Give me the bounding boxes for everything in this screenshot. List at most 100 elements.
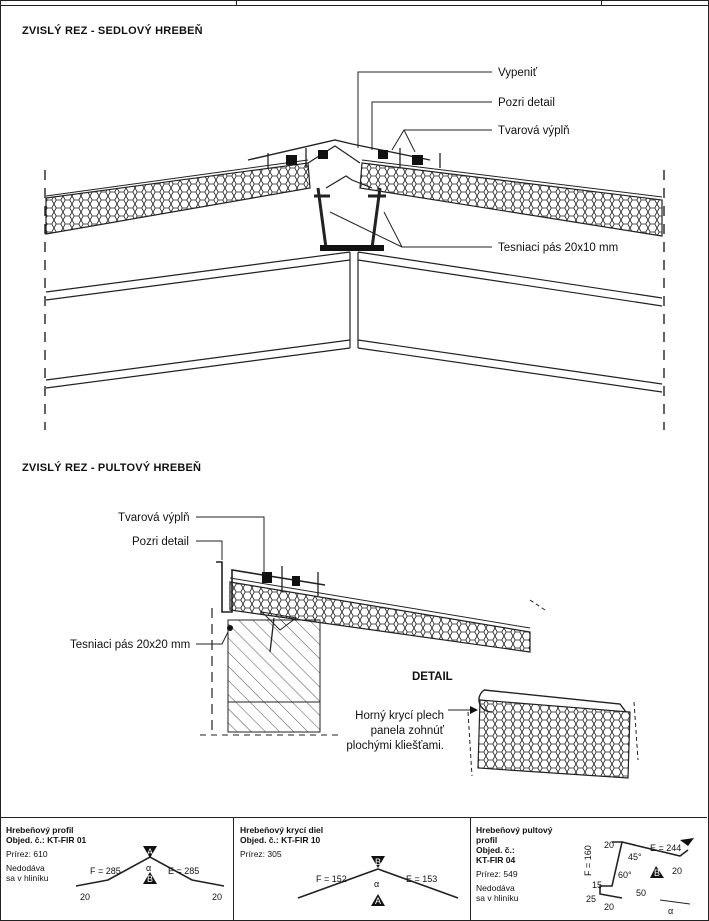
bent-cover-sheet bbox=[478, 689, 627, 713]
dim-50: 50 bbox=[636, 888, 646, 898]
dim-e: E = 244 bbox=[650, 843, 681, 853]
profile-name: Hrebeňový krycí diel bbox=[240, 825, 324, 835]
detail-note-line: Horný krycí plech bbox=[355, 710, 444, 722]
top-frame-rule bbox=[1, 1, 708, 6]
svg-text:B: B bbox=[375, 857, 381, 867]
order-number-cont: KT-FIR 04 bbox=[476, 855, 516, 865]
dim-25: 25 bbox=[586, 894, 596, 904]
profile-cell-kt-fir-10: Hrebeňový krycí diel Objed. č.: KT-FIR 1… bbox=[234, 818, 471, 920]
profile-sketch-kt-fir-04: E = 244 F = 160 45° 60° 20 20 20 50 15 2… bbox=[583, 838, 694, 916]
frame-tick bbox=[601, 1, 602, 5]
svg-text:A: A bbox=[375, 896, 381, 906]
detail-drawing: DETAIL Horný krycí plech panela zohnúť p… bbox=[346, 671, 639, 779]
callout-profile-filler: Tvarová výplň bbox=[118, 512, 190, 524]
profile-filler bbox=[262, 572, 272, 583]
break-line bbox=[633, 701, 639, 761]
availability-note: sa v hliníku bbox=[476, 893, 519, 903]
svg-text:B: B bbox=[654, 868, 660, 878]
side-marker-a bbox=[371, 894, 385, 906]
callout-sealing-tape: Tesniaci pás 20x10 mm bbox=[498, 242, 618, 254]
profile-sketch-kt-fir-10: F = 152 E = 153 B A α bbox=[297, 856, 459, 906]
callout-sealing-tape: Tesniaci pás 20x20 mm bbox=[70, 639, 190, 651]
detail-title: DETAIL bbox=[412, 671, 453, 683]
angle-alpha: α bbox=[374, 879, 379, 889]
dim-f: F = 152 bbox=[316, 874, 347, 884]
gable-ridge-drawing: Vypeniť Pozri detail Tvarová výplň Tesni… bbox=[44, 67, 665, 430]
mono-callout-leaders bbox=[196, 516, 265, 645]
dim-right: 20 bbox=[212, 892, 222, 902]
right-lower-panel bbox=[357, 251, 663, 393]
dim-20: 20 bbox=[604, 902, 614, 912]
right-roof-panel bbox=[359, 159, 663, 237]
detail-note-line: panela zohnúť bbox=[371, 725, 445, 737]
profile-filler bbox=[318, 150, 328, 159]
break-line bbox=[529, 599, 546, 611]
arrow-head bbox=[470, 706, 478, 714]
dim-left: 20 bbox=[80, 892, 90, 902]
mono-ridge-drawing: Tvarová výplň Pozri detail Tesniaci pás … bbox=[70, 512, 546, 736]
ridge-beam-flange bbox=[320, 245, 384, 251]
side-marker-b bbox=[650, 866, 664, 878]
blank-width: Prírez: 305 bbox=[240, 849, 282, 859]
bracket bbox=[260, 611, 298, 631]
profile-sketch-kt-fir-01: F = 285 E = 285 20 20 A B α bbox=[75, 846, 225, 902]
angle-60: 60° bbox=[618, 870, 632, 880]
panel-top-sheet bbox=[229, 577, 531, 629]
callout-profile-filler: Tvarová výplň bbox=[498, 125, 570, 137]
profile-filler bbox=[286, 155, 297, 165]
detail-panel bbox=[477, 699, 631, 779]
support-wall bbox=[227, 619, 321, 733]
profile-cell-kt-fir-04: Hrebeňový pultový profil Objed. č.: KT-F… bbox=[471, 818, 707, 920]
profile-filler bbox=[378, 150, 388, 159]
angle-45: 45° bbox=[628, 852, 642, 862]
callout-leaders bbox=[329, 71, 492, 248]
dim-e: E = 153 bbox=[406, 874, 437, 884]
mono-ridge-flashing bbox=[216, 561, 326, 613]
callout-see-detail: Pozri detail bbox=[498, 97, 555, 109]
dim-20: 20 bbox=[672, 866, 682, 876]
detail-note-line: plochými kliešťami. bbox=[346, 740, 444, 752]
callout-foam: Vypeniť bbox=[498, 67, 538, 79]
profile-filler bbox=[292, 576, 300, 586]
mono-roof-panel bbox=[229, 581, 531, 653]
blank-width: Prírez: 610 bbox=[6, 849, 48, 859]
gable-ridge-title: ZVISLÝ REZ - SEDLOVÝ HREBEŇ bbox=[22, 25, 203, 37]
angle-leg bbox=[659, 899, 691, 905]
dim-20: 20 bbox=[604, 840, 614, 850]
purlin-right bbox=[368, 187, 386, 249]
profile-filler bbox=[412, 155, 423, 165]
side-marker-a bbox=[680, 838, 694, 846]
side-marker-b bbox=[143, 872, 157, 884]
dim-f: F = 160 bbox=[583, 845, 593, 876]
dim-15: 15 bbox=[592, 880, 602, 890]
profile-name-cont: profil bbox=[476, 835, 498, 845]
left-lower-panel bbox=[45, 251, 351, 389]
availability-note: Nedodáva bbox=[6, 863, 45, 873]
purlin-left bbox=[314, 187, 330, 249]
foam-fill-zone bbox=[325, 175, 373, 189]
fixing-screw bbox=[269, 617, 275, 653]
break-line bbox=[467, 711, 473, 777]
angle-alpha: α bbox=[146, 863, 151, 873]
svg-text:B: B bbox=[147, 874, 153, 884]
mono-ridge-title: ZVISLÝ REZ - PULTOVÝ HREBEŇ bbox=[22, 462, 202, 474]
left-roof-panel bbox=[45, 159, 311, 235]
svg-text:A: A bbox=[147, 847, 153, 857]
angle-alpha: α bbox=[668, 906, 673, 916]
profile-name: Hrebeňový pultový bbox=[476, 825, 553, 835]
order-number: Objed. č.: KT-FIR 10 bbox=[240, 835, 321, 845]
profile-name: Hrebeňový profil bbox=[6, 825, 74, 835]
availability-note: Nedodáva bbox=[476, 883, 515, 893]
sealing-tape bbox=[227, 625, 233, 631]
dim-e: E = 285 bbox=[168, 866, 199, 876]
side-marker-b bbox=[371, 856, 385, 868]
side-marker-a bbox=[143, 846, 157, 858]
frame-tick bbox=[236, 1, 237, 5]
blank-width: Prírez: 549 bbox=[476, 869, 518, 879]
availability-note: sa v hliníku bbox=[6, 873, 49, 883]
ridge-inner-cap bbox=[307, 145, 361, 164]
order-number: Objed. č.: KT-FIR 01 bbox=[6, 835, 87, 845]
dim-f: F = 285 bbox=[90, 866, 121, 876]
order-number: Objed. č.: bbox=[476, 845, 515, 855]
